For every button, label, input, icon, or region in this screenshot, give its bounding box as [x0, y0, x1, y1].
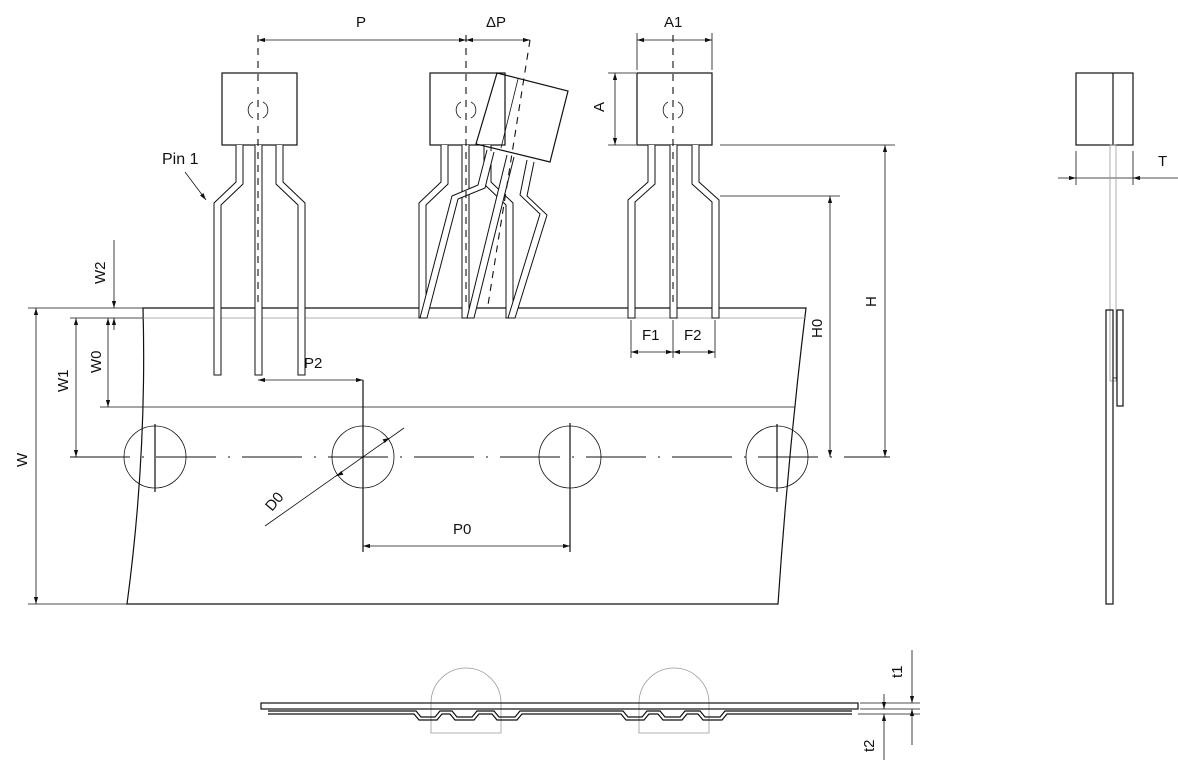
dimension-H: H [720, 144, 895, 457]
dimension-delta-P: ΔP [466, 14, 530, 43]
label-W: W [14, 452, 31, 467]
side-view: T [1058, 72, 1178, 605]
label-T: T [1158, 153, 1167, 170]
pin1-callout: Pin 1 [162, 151, 207, 201]
dimension-H0: H0 [720, 195, 840, 457]
dimension-F1-F2: F1 F2 [630, 320, 716, 358]
dimension-A1: A1 [636, 14, 713, 70]
bottom-view: t1 t2 [260, 650, 920, 760]
label-P: P [356, 14, 366, 31]
label-t1: t1 [889, 665, 906, 678]
label-H0: H0 [809, 319, 826, 338]
dimension-P0: P0 [363, 521, 570, 549]
transistor-left [213, 35, 306, 376]
transistor-middle [418, 35, 569, 319]
label-D0: D0 [262, 489, 287, 515]
label-delta-P: ΔP [486, 14, 506, 31]
sprocket-holes [70, 380, 890, 552]
transistor-right [627, 35, 720, 319]
label-W0: W0 [88, 351, 105, 374]
label-W2: W2 [92, 262, 109, 285]
label-F1: F1 [642, 327, 660, 344]
label-W1: W1 [55, 370, 72, 393]
dimension-W: W [14, 307, 143, 605]
label-t2: t2 [861, 739, 878, 752]
label-H: H [863, 296, 880, 307]
dimension-W2: W2 [92, 240, 117, 330]
dimension-W0: W0 [88, 318, 144, 408]
label-F2: F2 [684, 327, 702, 344]
dimension-D0: D0 [262, 427, 405, 527]
dimension-P: P [258, 14, 466, 43]
label-P0: P0 [453, 521, 471, 538]
label-A: A [591, 102, 608, 112]
label-pin1: Pin 1 [162, 151, 199, 168]
label-A1: A1 [664, 14, 682, 31]
label-P2: P2 [304, 355, 322, 372]
dimension-A: A [591, 72, 636, 146]
dimension-W1: W1 [55, 317, 143, 457]
dimension-P2: P2 [258, 355, 363, 383]
